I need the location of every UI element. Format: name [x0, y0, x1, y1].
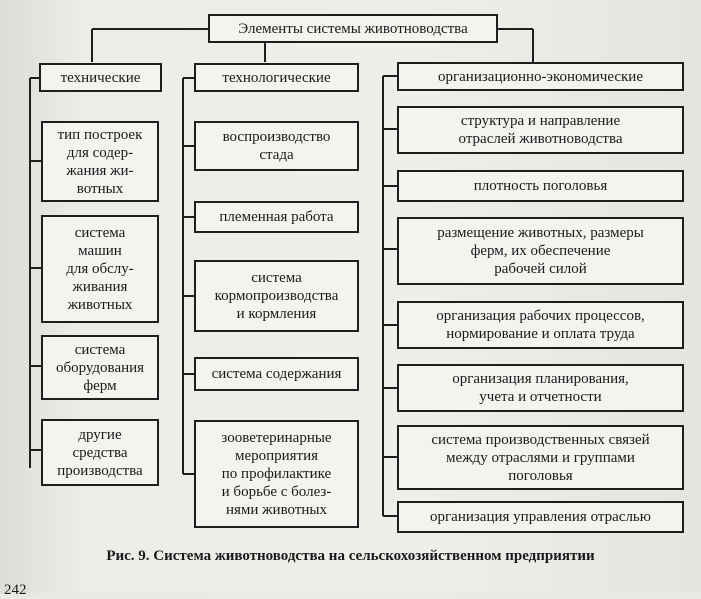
page-number: 242	[4, 582, 27, 598]
technological-item-breeding: племенная работа	[194, 201, 359, 233]
technical-item-buildings: тип построек для содер- жания жи- вотных	[41, 121, 159, 202]
column-header-technical: технические	[39, 63, 162, 92]
organizational-item-density: плотность поголовья	[397, 170, 684, 202]
technical-item-machines: система машин для обслу- живания животны…	[41, 215, 159, 323]
organizational-item-management: организация управления отраслью	[397, 501, 684, 533]
organizational-item-structure: структура и направление отраслей животно…	[397, 106, 684, 154]
technological-item-keeping: система содержания	[194, 357, 359, 391]
organizational-item-planning: организация планирования, учета и отчетн…	[397, 364, 684, 412]
organizational-item-relations: система производственных связей между от…	[397, 425, 684, 490]
column-header-technological: технологические	[194, 63, 359, 92]
column-header-organizational: организационно-экономические	[397, 62, 684, 91]
technological-item-reproduction: воспроизводство стада	[194, 121, 359, 171]
root-node: Элементы системы животноводства	[208, 14, 498, 43]
organizational-item-placement: размещение животных, размеры ферм, их об…	[397, 217, 684, 285]
technical-item-other-means: другие средства производства	[41, 419, 159, 486]
technological-item-veterinary: зооветеринарные мероприятия по профилакт…	[194, 420, 359, 528]
technical-item-equipment: система оборудования ферм	[41, 335, 159, 400]
organizational-item-labor: организация рабочих процессов, нормирова…	[397, 301, 684, 349]
figure-caption: Рис. 9. Система животноводства на сельск…	[106, 548, 595, 564]
technological-item-feeding: система кормопроизводства и кормления	[194, 260, 359, 332]
